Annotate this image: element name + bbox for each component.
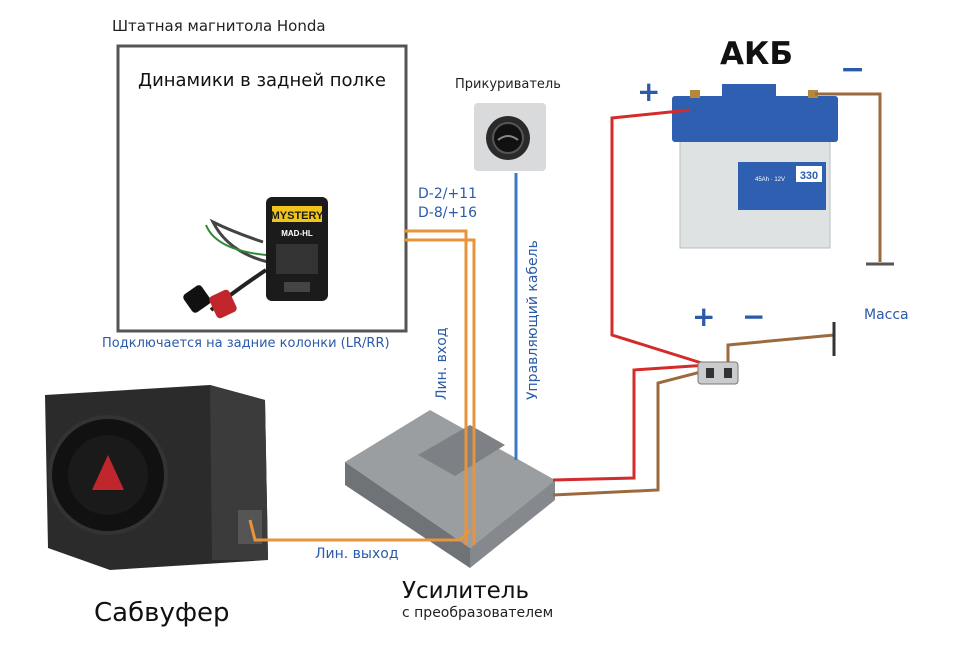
battery-minus-sign: −: [840, 52, 866, 87]
line-out-wire: [248, 519, 472, 542]
battery-title: АКБ: [720, 36, 793, 72]
amplifier-image: [345, 410, 555, 568]
negative-wire: [726, 333, 835, 365]
negative-wire: [552, 363, 729, 497]
amplifier-label: Усилитель: [402, 578, 530, 604]
cigarette-lighter-image: [474, 103, 546, 171]
rear-shelf-speakers-label: Динамики в задней полке: [138, 70, 387, 91]
line-in-wire: [404, 229, 468, 545]
ground-label: Масса: [864, 307, 909, 323]
subwoofer-label: Сабвуфер: [94, 598, 230, 628]
battery-cca: 330: [800, 170, 818, 182]
positive-wire: [610, 108, 709, 367]
rear-channels-note: Подключается на задние колонки (LR/RR): [102, 336, 390, 351]
subwoofer-image: [45, 385, 268, 570]
block-plus-sign: +: [692, 300, 716, 333]
line-in-wire: [404, 238, 476, 545]
amplifier-sublabel: с преобразователем: [402, 605, 554, 621]
cigarette-lighter-label: Прикуриватель: [455, 77, 561, 92]
battery-spec: 45Ah · 12V: [755, 177, 785, 183]
adapter-brand: MYSTERY: [271, 210, 324, 222]
distribution-block: [697, 361, 739, 385]
line-out-label: Лин. выход: [315, 546, 399, 562]
line-in-label: Лин. вход: [434, 327, 450, 400]
positive-wire: [552, 363, 709, 482]
line-output-adapter: MYSTERY MAD-HL: [183, 197, 328, 319]
head-unit-title: Штатная магнитола Honda: [112, 17, 326, 35]
block-minus-sign: −: [742, 300, 766, 333]
negative-wire: [815, 92, 882, 262]
battery-plus-sign: +: [637, 75, 661, 108]
adapter-model: MAD-HL: [281, 229, 313, 238]
battery-image: 330 45Ah · 12V: [672, 84, 838, 249]
head-unit-frame: [116, 44, 408, 333]
control-cable-label: Управляющий кабель: [525, 240, 541, 400]
connector-pins-label: D-2/+11 D-8/+16: [418, 186, 478, 221]
